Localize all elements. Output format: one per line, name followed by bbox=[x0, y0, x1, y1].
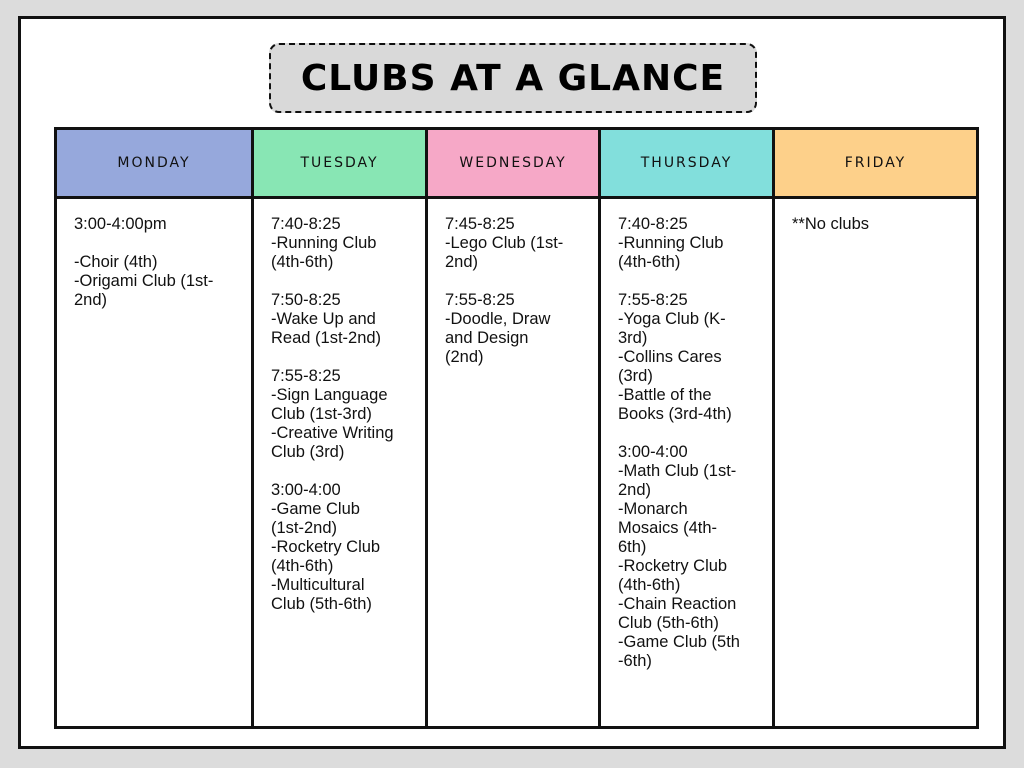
day-header-tuesday: TUESDAY bbox=[254, 130, 425, 199]
day-header-thursday: THURSDAY bbox=[601, 130, 772, 199]
schedule-line: 7:40-8:25 bbox=[271, 215, 341, 233]
schedule-line: -Doodle, Draw bbox=[445, 310, 551, 328]
schedule-line: (3rd) bbox=[618, 367, 653, 385]
schedule-line: -Math Club (1st- bbox=[618, 462, 737, 480]
weekly-schedule-table: MONDAY 3:00-4:00pm -Choir (4th)-Origami C… bbox=[54, 127, 979, 729]
schedule-line: -Game Club (5th bbox=[618, 633, 740, 651]
column-friday: FRIDAY **No clubs bbox=[775, 130, 976, 726]
schedule-line: -Monarch bbox=[618, 500, 688, 518]
schedule-block: 3:00-4:00pm bbox=[74, 215, 235, 234]
schedule-line: 3:00-4:00 bbox=[618, 443, 688, 461]
schedule-line: Club (3rd) bbox=[271, 443, 345, 461]
schedule-line: 3rd) bbox=[618, 329, 648, 347]
schedule-line: 7:40-8:25 bbox=[618, 215, 688, 233]
schedule-block: 7:45-8:25-Lego Club (1st-2nd) bbox=[445, 215, 582, 272]
schedule-line: Club (1st-3rd) bbox=[271, 405, 372, 423]
schedule-line: -Creative Writing bbox=[271, 424, 394, 442]
schedule-line: 2nd) bbox=[74, 291, 108, 309]
schedule-line: Mosaics (4th- bbox=[618, 519, 718, 537]
schedule-line: 7:55-8:25 bbox=[618, 291, 688, 309]
day-clubs-tuesday: 7:40-8:25-Running Club(4th-6th)7:50-8:25… bbox=[254, 199, 425, 726]
schedule-line: -Sign Language bbox=[271, 386, 388, 404]
schedule-line: 7:55-8:25 bbox=[271, 367, 341, 385]
schedule-line: Club (5th-6th) bbox=[271, 595, 372, 613]
title-banner: CLUBS AT A GLANCE bbox=[269, 43, 757, 113]
schedule-block: 7:40-8:25-Running Club(4th-6th) bbox=[618, 215, 756, 272]
day-clubs-friday: **No clubs bbox=[775, 199, 976, 726]
day-header-friday: FRIDAY bbox=[775, 130, 976, 199]
schedule-line: Read (1st-2nd) bbox=[271, 329, 382, 347]
schedule-line: 3:00-4:00 bbox=[271, 481, 341, 499]
schedule-line: Club (5th-6th) bbox=[618, 614, 719, 632]
schedule-line: -Rocketry Club bbox=[618, 557, 728, 575]
day-label: FRIDAY bbox=[844, 155, 907, 171]
schedule-line: -Origami Club (1st- bbox=[74, 272, 214, 290]
schedule-line: (4th-6th) bbox=[271, 557, 334, 575]
schedule-line: 3:00-4:00pm bbox=[74, 215, 167, 233]
schedule-line: (2nd) bbox=[445, 348, 484, 366]
schedule-line: -Game Club bbox=[271, 500, 360, 518]
schedule-block: 3:00-4:00-Game Club(1st-2nd)-Rocketry Cl… bbox=[271, 481, 409, 614]
schedule-line: -Rocketry Club bbox=[271, 538, 381, 556]
column-wednesday: WEDNESDAY 7:45-8:25-Lego Club (1st-2nd)7… bbox=[428, 130, 601, 726]
schedule-line: 2nd) bbox=[445, 253, 479, 271]
day-clubs-thursday: 7:40-8:25-Running Club(4th-6th)7:55-8:25… bbox=[601, 199, 772, 726]
day-clubs-wednesday: 7:45-8:25-Lego Club (1st-2nd) 7:55-8:25-D… bbox=[428, 199, 598, 726]
day-label: TUESDAY bbox=[300, 155, 379, 171]
column-monday: MONDAY 3:00-4:00pm -Choir (4th)-Origami C… bbox=[57, 130, 254, 726]
day-clubs-monday: 3:00-4:00pm -Choir (4th)-Origami Club (1s… bbox=[57, 199, 251, 726]
schedule-line: -Lego Club (1st- bbox=[445, 234, 564, 252]
schedule-line: (4th-6th) bbox=[618, 576, 681, 594]
schedule-line: **No clubs bbox=[792, 215, 870, 233]
schedule-line: (4th-6th) bbox=[271, 253, 334, 271]
day-label: THURSDAY bbox=[640, 155, 733, 171]
column-tuesday: TUESDAY 7:40-8:25-Running Club(4th-6th)7… bbox=[254, 130, 428, 726]
schedule-line: -Yoga Club (K- bbox=[618, 310, 726, 328]
day-label: WEDNESDAY bbox=[459, 155, 567, 171]
schedule-line: and Design bbox=[445, 329, 529, 347]
schedule-line: -6th) bbox=[618, 652, 652, 670]
schedule-line: (4th-6th) bbox=[618, 253, 681, 271]
schedule-line: 7:50-8:25 bbox=[271, 291, 341, 309]
schedule-line: -Battle of the bbox=[618, 386, 712, 404]
page-title: CLUBS AT A GLANCE bbox=[300, 57, 726, 99]
schedule-block: -Choir (4th)-Origami Club (1st-2nd) bbox=[74, 253, 235, 310]
schedule-line: 6th) bbox=[618, 538, 647, 556]
schedule-line: Books (3rd-4th) bbox=[618, 405, 732, 423]
day-header-monday: MONDAY bbox=[57, 130, 251, 199]
schedule-line: 7:55-8:25 bbox=[445, 291, 515, 309]
day-label: MONDAY bbox=[117, 155, 191, 171]
column-thursday: THURSDAY 7:40-8:25-Running Club(4th-6th)… bbox=[601, 130, 775, 726]
schedule-line: -Wake Up and bbox=[271, 310, 376, 328]
schedule-line: 7:45-8:25 bbox=[445, 215, 515, 233]
schedule-line: (1st-2nd) bbox=[271, 519, 338, 537]
schedule-line: 2nd) bbox=[618, 481, 652, 499]
schedule-line: -Running Club bbox=[271, 234, 377, 252]
schedule-line: -Multicultural bbox=[271, 576, 365, 594]
poster-page: CLUBS AT A GLANCE MONDAY 3:00-4:00pm -Cho… bbox=[18, 16, 1006, 749]
schedule-block: **No clubs bbox=[792, 215, 960, 234]
schedule-block: 7:55-8:25-Yoga Club (K-3rd)-Collins Care… bbox=[618, 291, 756, 424]
schedule-line: -Collins Cares bbox=[618, 348, 722, 366]
schedule-block: 7:40-8:25-Running Club(4th-6th) bbox=[271, 215, 409, 272]
schedule-line: -Running Club bbox=[618, 234, 724, 252]
schedule-line: -Chain Reaction bbox=[618, 595, 737, 613]
schedule-line: -Choir (4th) bbox=[74, 253, 158, 271]
day-header-wednesday: WEDNESDAY bbox=[428, 130, 598, 199]
